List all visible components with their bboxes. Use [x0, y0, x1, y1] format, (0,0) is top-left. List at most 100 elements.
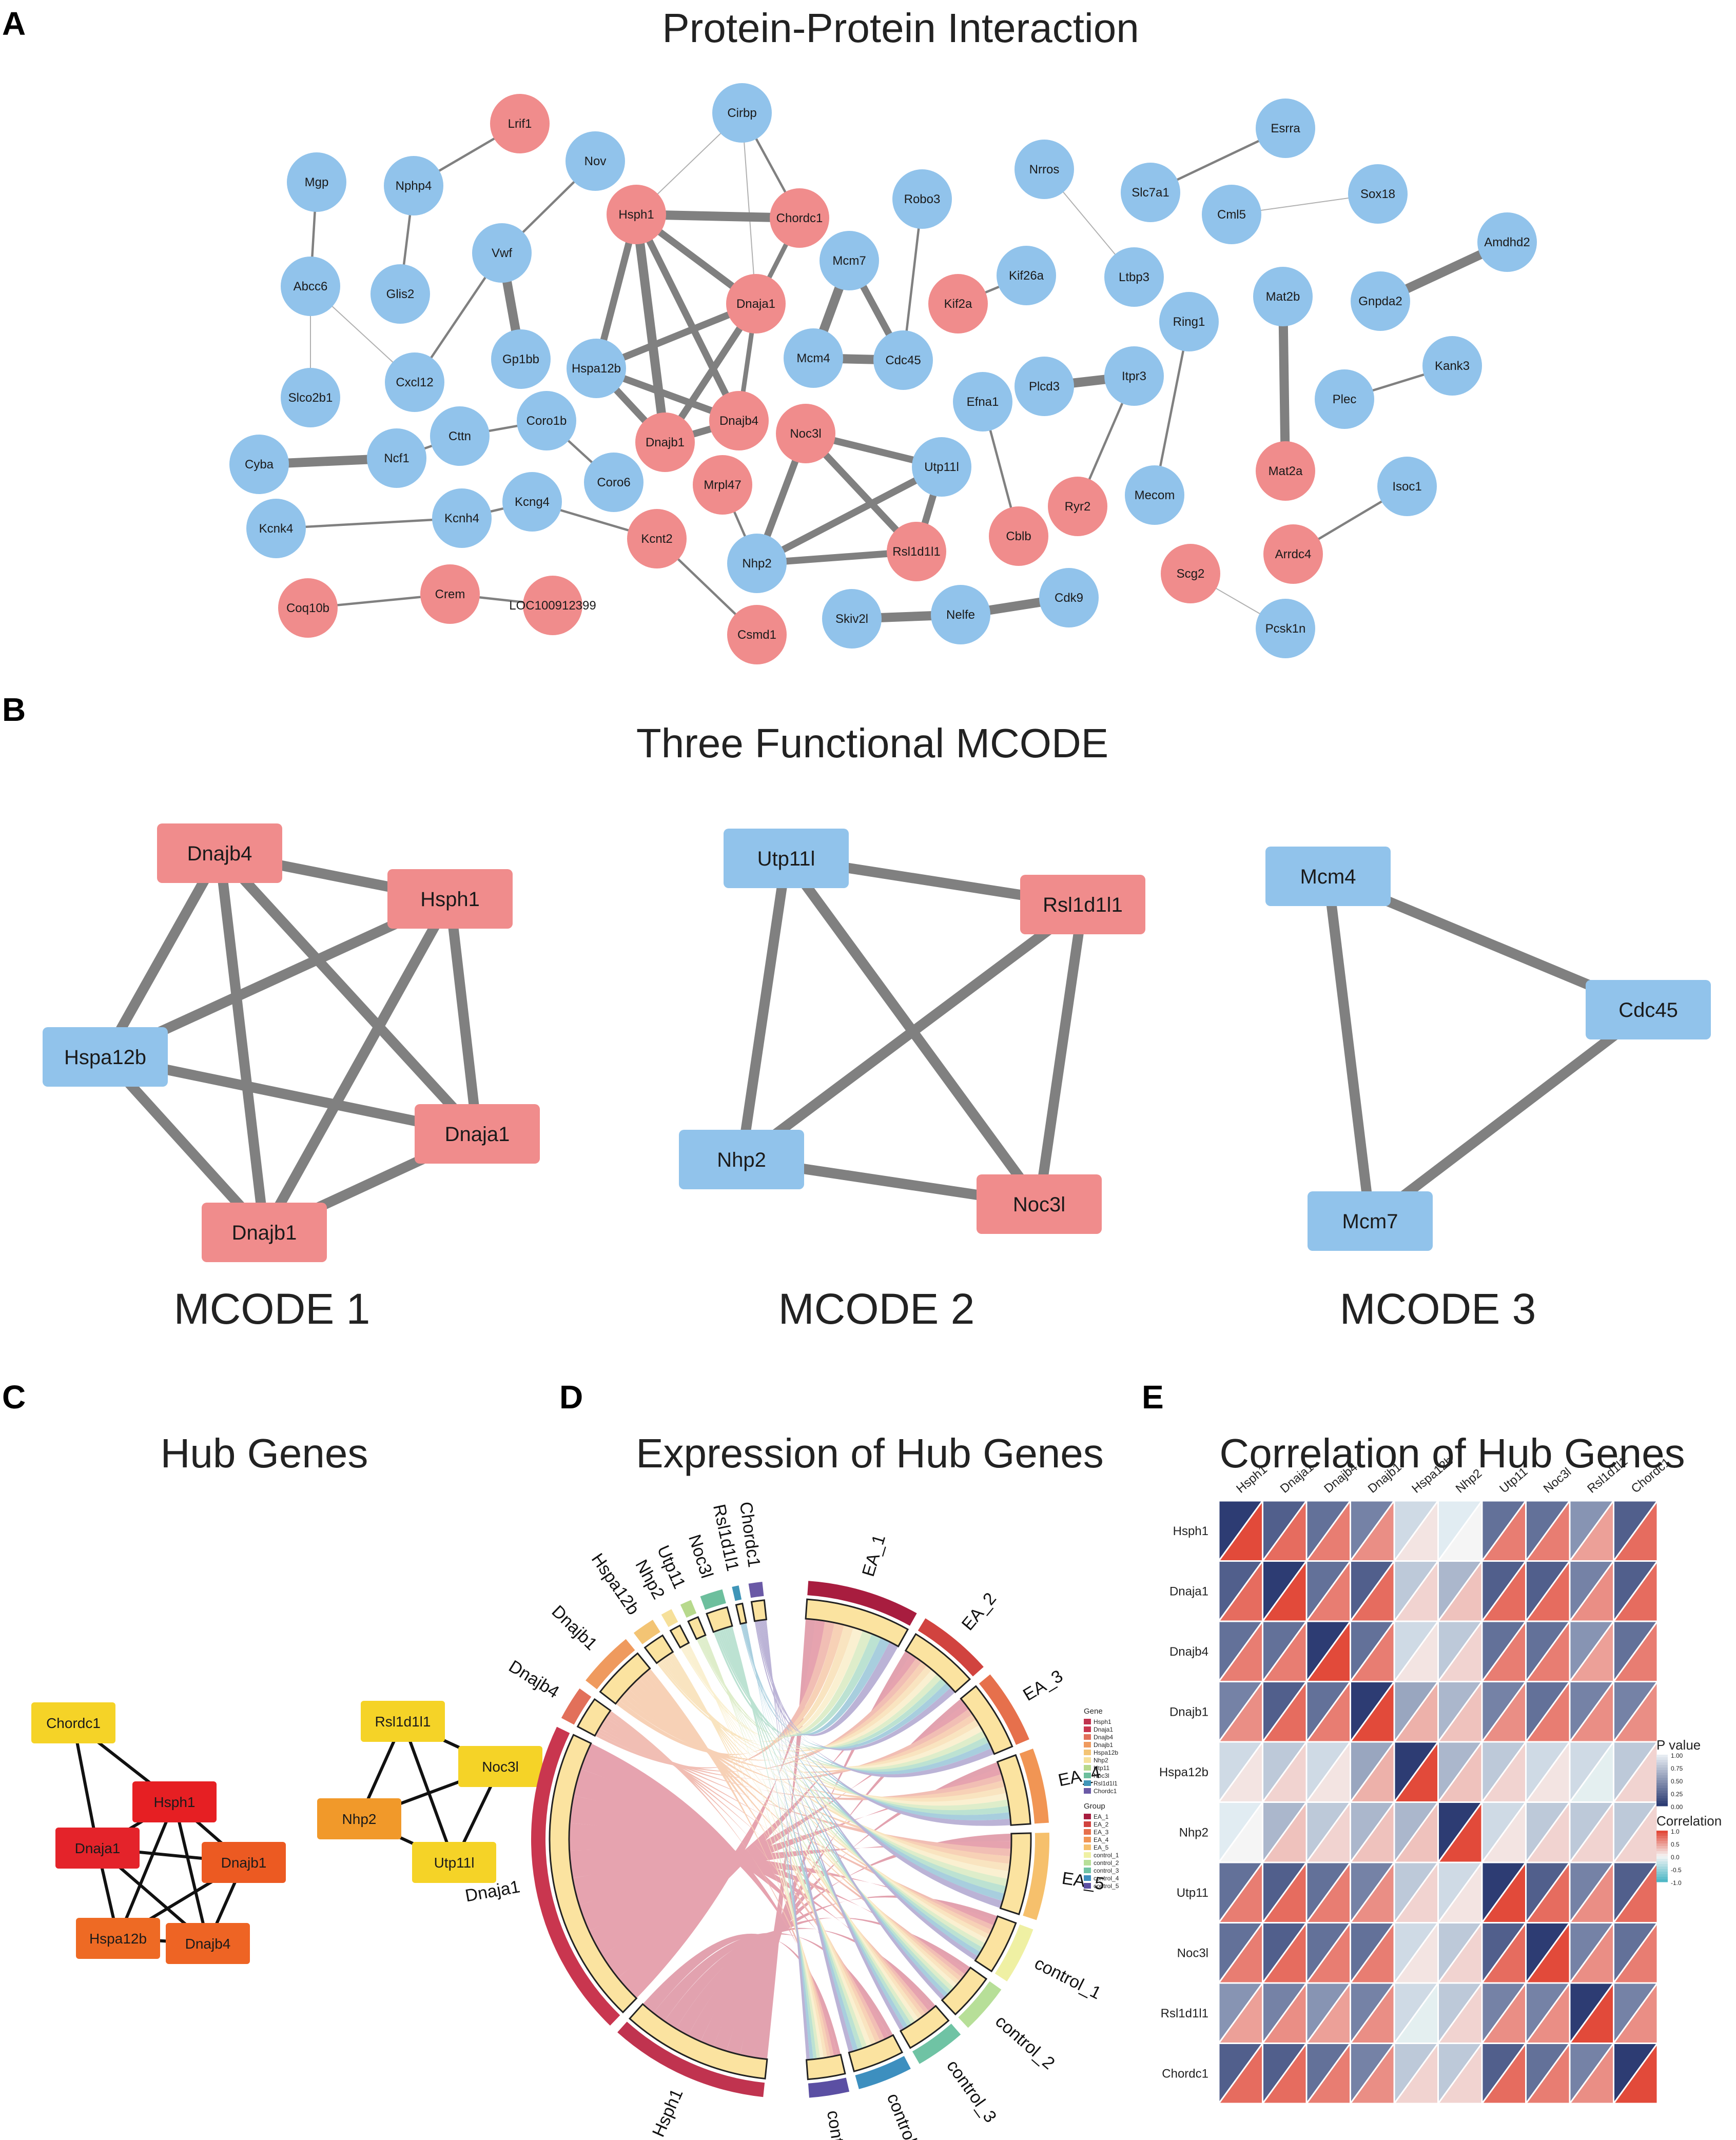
heat-cell-nhp2-dnajb1: [1349, 1799, 1396, 1865]
hub-node-box: [132, 1781, 217, 1822]
heat-cell-hspa12b-hspa12b: [1393, 1739, 1440, 1805]
ppi-edge-kcnk4-kcnh4: [275, 517, 463, 530]
chord-outer-arc: [633, 1619, 660, 1644]
ppi-node-circle: [1263, 524, 1323, 584]
heat-legend-pvalue-step: [1656, 1791, 1668, 1794]
ppi-node-circle: [1125, 465, 1184, 525]
ppi-node-cttn: Cttn: [430, 406, 490, 466]
heat-row-label-rsl1d1l1: Rsl1d1l1: [1161, 2007, 1208, 2020]
heat-cell-dnajb1-nhp2: [1436, 1679, 1484, 1744]
panel-d-label: D: [559, 1379, 583, 1416]
chord-inner-track: [706, 1606, 733, 1633]
heat-legend-pvalue-tick: 0.50: [1671, 1778, 1683, 1785]
ppi-node-skiv2l: Skiv2l: [822, 589, 882, 649]
heat-cell-hsph1-noc3l: [1524, 1498, 1571, 1564]
hub-node-label: Hsph1: [154, 1794, 196, 1810]
hub-node-dnajb4: Dnajb4: [166, 1923, 250, 1964]
heat-legend-pvalue-step: [1656, 1788, 1668, 1791]
mcode-1-node-hsph1: Hsph1: [387, 869, 513, 929]
mcode-node-label: Nhp2: [717, 1149, 766, 1171]
chord-legend-label-control-2: control_2: [1094, 1859, 1119, 1867]
mcode-1-edge-hsph1-dnaja1: [445, 898, 482, 1135]
ppi-node-circle: [246, 499, 306, 558]
chord-legend-swatch-ea-5: [1084, 1844, 1091, 1850]
ppi-node-circle: [820, 231, 879, 290]
ppi-node-circle: [1348, 164, 1408, 224]
mcode-node-box: [1586, 980, 1711, 1039]
ppi-node-circle: [1104, 247, 1164, 307]
chord-legend-swatch-ea-4: [1084, 1837, 1091, 1842]
panel-c-label: C: [2, 1379, 26, 1416]
chord-legend-label-nhp2: Nhp2: [1094, 1757, 1108, 1764]
heat-cell-correlation: [1612, 2040, 1659, 2105]
heat-cell-chordc1-dnaja1: [1261, 2040, 1308, 2106]
ppi-node-circle: [565, 131, 625, 191]
ppi-node-circle: [367, 428, 426, 488]
chord-legend-swatch-nhp2: [1084, 1757, 1091, 1763]
chord-inner-track: [904, 1633, 971, 1694]
ppi-node-dnaja1: Dnaja1: [726, 274, 786, 333]
ppi-node-csmd1: Csmd1: [727, 605, 787, 664]
ppi-node-kcnh4: Kcnh4: [432, 488, 492, 548]
heat-cell-utp11-rsl1d1l1: [1568, 1860, 1615, 1926]
heat-cell-nhp2-nhp2: [1436, 1799, 1484, 1865]
ppi-node-esrra: Esrra: [1256, 99, 1315, 158]
mcode-node-label: Rsl1d1l1: [1043, 894, 1123, 916]
ppi-node-label: Isoc1: [1392, 480, 1421, 494]
heat-cell-hspa12b-nhp2: [1436, 1739, 1484, 1805]
ppi-node-circle: [281, 257, 340, 316]
chord-inner-track: [974, 1915, 1017, 1973]
heat-cell-chordc1-dnajb4: [1305, 2040, 1352, 2106]
heat-cell-hspa12b-dnajb1: [1349, 1739, 1396, 1805]
heat-legend-corr-step: [1656, 1838, 1668, 1841]
ppi-node-nov: Nov: [565, 131, 625, 191]
heat-legend-corr-step: [1656, 1861, 1668, 1864]
hub-node-label: Noc3l: [482, 1759, 519, 1775]
heat-cell-chordc1-utp11: [1480, 2040, 1528, 2106]
ppi-node-arrdc4: Arrdc4: [1263, 524, 1323, 584]
chord-outer-arc: [661, 1609, 678, 1627]
ppi-node-coq10b: Coq10b: [278, 578, 338, 638]
chord-outer-arc: [617, 2021, 765, 2097]
heat-cell-hsph1-hsph1: [1217, 1498, 1264, 1564]
ppi-node-circle: [432, 488, 492, 548]
hub-node-label: Dnajb1: [221, 1855, 267, 1871]
heat-cell-noc3l-hsph1: [1217, 1920, 1264, 1986]
ppi-node-amdhd2: Amdhd2: [1477, 212, 1537, 272]
ppi-node-circle: [1015, 140, 1074, 199]
ppi-node-plec: Plec: [1315, 369, 1374, 429]
ppi-node-robo3: Robo3: [892, 169, 952, 229]
panel-e-title: Correlation of Hub Genes: [1219, 1430, 1685, 1476]
ppi-node-circle: [693, 455, 752, 515]
ppi-node-label: Dnajb1: [646, 436, 685, 449]
mcode-2-node-nhp2: Nhp2: [679, 1130, 804, 1189]
ppi-node-circle: [727, 534, 787, 593]
chord-group-control-3: control_3: [899, 2005, 1000, 2126]
heat-cell-dnaja1-rsl1d1l1: [1568, 1558, 1615, 1624]
ppi-node-gp1bb: Gp1bb: [491, 329, 551, 389]
panel-e-label: E: [1142, 1379, 1164, 1416]
correlation-heatmap: Hsph1Hsph1Dnaja1Dnaja1Dnajb4Dnajb4Dnajb1…: [1159, 1454, 1673, 2106]
ppi-node-label: Slco2b1: [288, 391, 333, 405]
ppi-node-label: Cml5: [1217, 208, 1246, 222]
chord-ribbon-hspa12b-control-3: [667, 1652, 924, 2021]
chord-inner-track: [549, 1734, 638, 2014]
hub-node-noc3l: Noc3l: [458, 1746, 542, 1787]
chord-legend-label-hspa12b: Hspa12b: [1094, 1749, 1118, 1756]
heat-cell-hspa12b-noc3l: [1524, 1739, 1571, 1805]
ppi-node-circle: [1477, 212, 1537, 272]
heat-cell-dnaja1-noc3l: [1524, 1558, 1571, 1624]
chord-label: Hspa12b: [588, 1550, 643, 1619]
heat-cell-rsl1d1l1-utp11: [1480, 1980, 1528, 2046]
hub-edge-chordc1-dnaja1: [72, 1722, 99, 1849]
heat-cell-dnajb4-hsph1: [1217, 1619, 1264, 1684]
chord-legend-swatch-ea-1: [1084, 1814, 1091, 1819]
ppi-node-circle: [1315, 369, 1374, 429]
chord-inner-track: [735, 1602, 748, 1625]
panel-b-title: Three Functional MCODE: [636, 720, 1108, 766]
ppi-node-circle: [1422, 336, 1482, 396]
chord-legend-swatch-ea-2: [1084, 1821, 1091, 1827]
ppi-node-label: Lrif1: [508, 117, 532, 131]
chord-label: EA_3: [1020, 1666, 1066, 1705]
ppi-node-circle: [997, 246, 1056, 305]
